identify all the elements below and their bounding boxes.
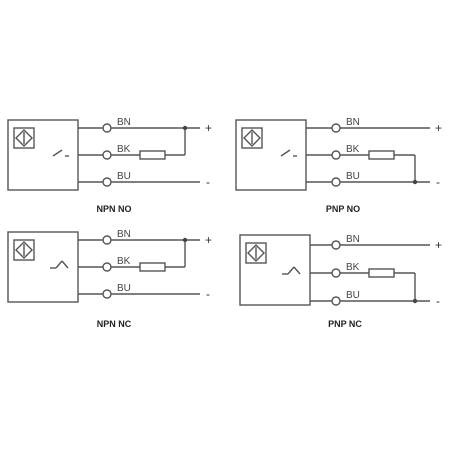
load-resistor — [368, 268, 395, 278]
wire-label-brown: BN — [117, 229, 131, 240]
wire-label-black: BK — [346, 262, 360, 273]
terminal-icon — [331, 268, 341, 278]
diagram-npn-no: BN BK BU + - NPN NO — [7, 117, 212, 214]
wire-label-black: BK — [117, 256, 131, 267]
terminal-icon — [102, 262, 112, 272]
wire-label-blue: BU — [346, 290, 360, 301]
diagram-pnp-nc: BN BK BU + - PNP NC — [239, 234, 442, 329]
sensor-body — [235, 119, 307, 191]
proximity-sensor-icon — [245, 242, 267, 264]
terminal-icon — [102, 235, 112, 245]
diagram-pnp-no: BN BK BU + - PNP NO — [235, 117, 442, 214]
terminal-icon — [331, 296, 341, 306]
load-resistor — [368, 150, 395, 160]
wire-label-brown: BN — [117, 117, 131, 128]
junction-dot — [412, 298, 418, 304]
load-resistor — [139, 262, 166, 272]
positive-sign: + — [205, 121, 212, 135]
diagram-npn-nc: BN BK BU + - NPN NC — [7, 229, 212, 329]
wire-label-blue: BU — [117, 283, 131, 294]
terminal-icon — [102, 123, 112, 133]
positive-sign: + — [205, 233, 212, 247]
wire-label-blue: BU — [117, 171, 131, 182]
wire-label-black: BK — [346, 144, 360, 155]
wire-label-brown: BN — [346, 234, 360, 245]
diagram-caption: NPN NO — [96, 204, 131, 214]
positive-sign: + — [435, 238, 442, 252]
sensor-body — [239, 234, 311, 306]
terminal-icon — [331, 123, 341, 133]
junction-dot — [412, 179, 418, 185]
positive-sign: + — [435, 121, 442, 135]
load-resistor — [139, 150, 166, 160]
wire-label-blue: BU — [346, 171, 360, 182]
terminal-icon — [102, 177, 112, 187]
proximity-sensor-icon — [241, 127, 263, 149]
negative-sign: - — [436, 175, 440, 189]
negative-sign: - — [436, 294, 440, 308]
sensor-body — [7, 119, 79, 191]
diagram-caption: PNP NO — [326, 204, 360, 214]
terminal-icon — [102, 289, 112, 299]
diagram-caption: PNP NC — [328, 319, 362, 329]
diagram-caption: NPN NC — [97, 319, 132, 329]
terminal-icon — [331, 150, 341, 160]
terminal-icon — [331, 177, 341, 187]
terminal-icon — [331, 240, 341, 250]
terminal-icon — [102, 150, 112, 160]
switch-closed-icon — [282, 266, 301, 275]
switch-closed-icon — [50, 260, 69, 269]
wire-label-black: BK — [117, 144, 131, 155]
proximity-sensor-icon — [13, 239, 35, 261]
negative-sign: - — [206, 175, 210, 189]
junction-dot — [182, 237, 188, 243]
negative-sign: - — [206, 287, 210, 301]
switch-open-icon — [52, 149, 69, 157]
proximity-sensor-icon — [13, 127, 35, 149]
wire-label-brown: BN — [346, 117, 360, 128]
switch-open-icon — [280, 149, 297, 157]
junction-dot — [182, 125, 188, 131]
